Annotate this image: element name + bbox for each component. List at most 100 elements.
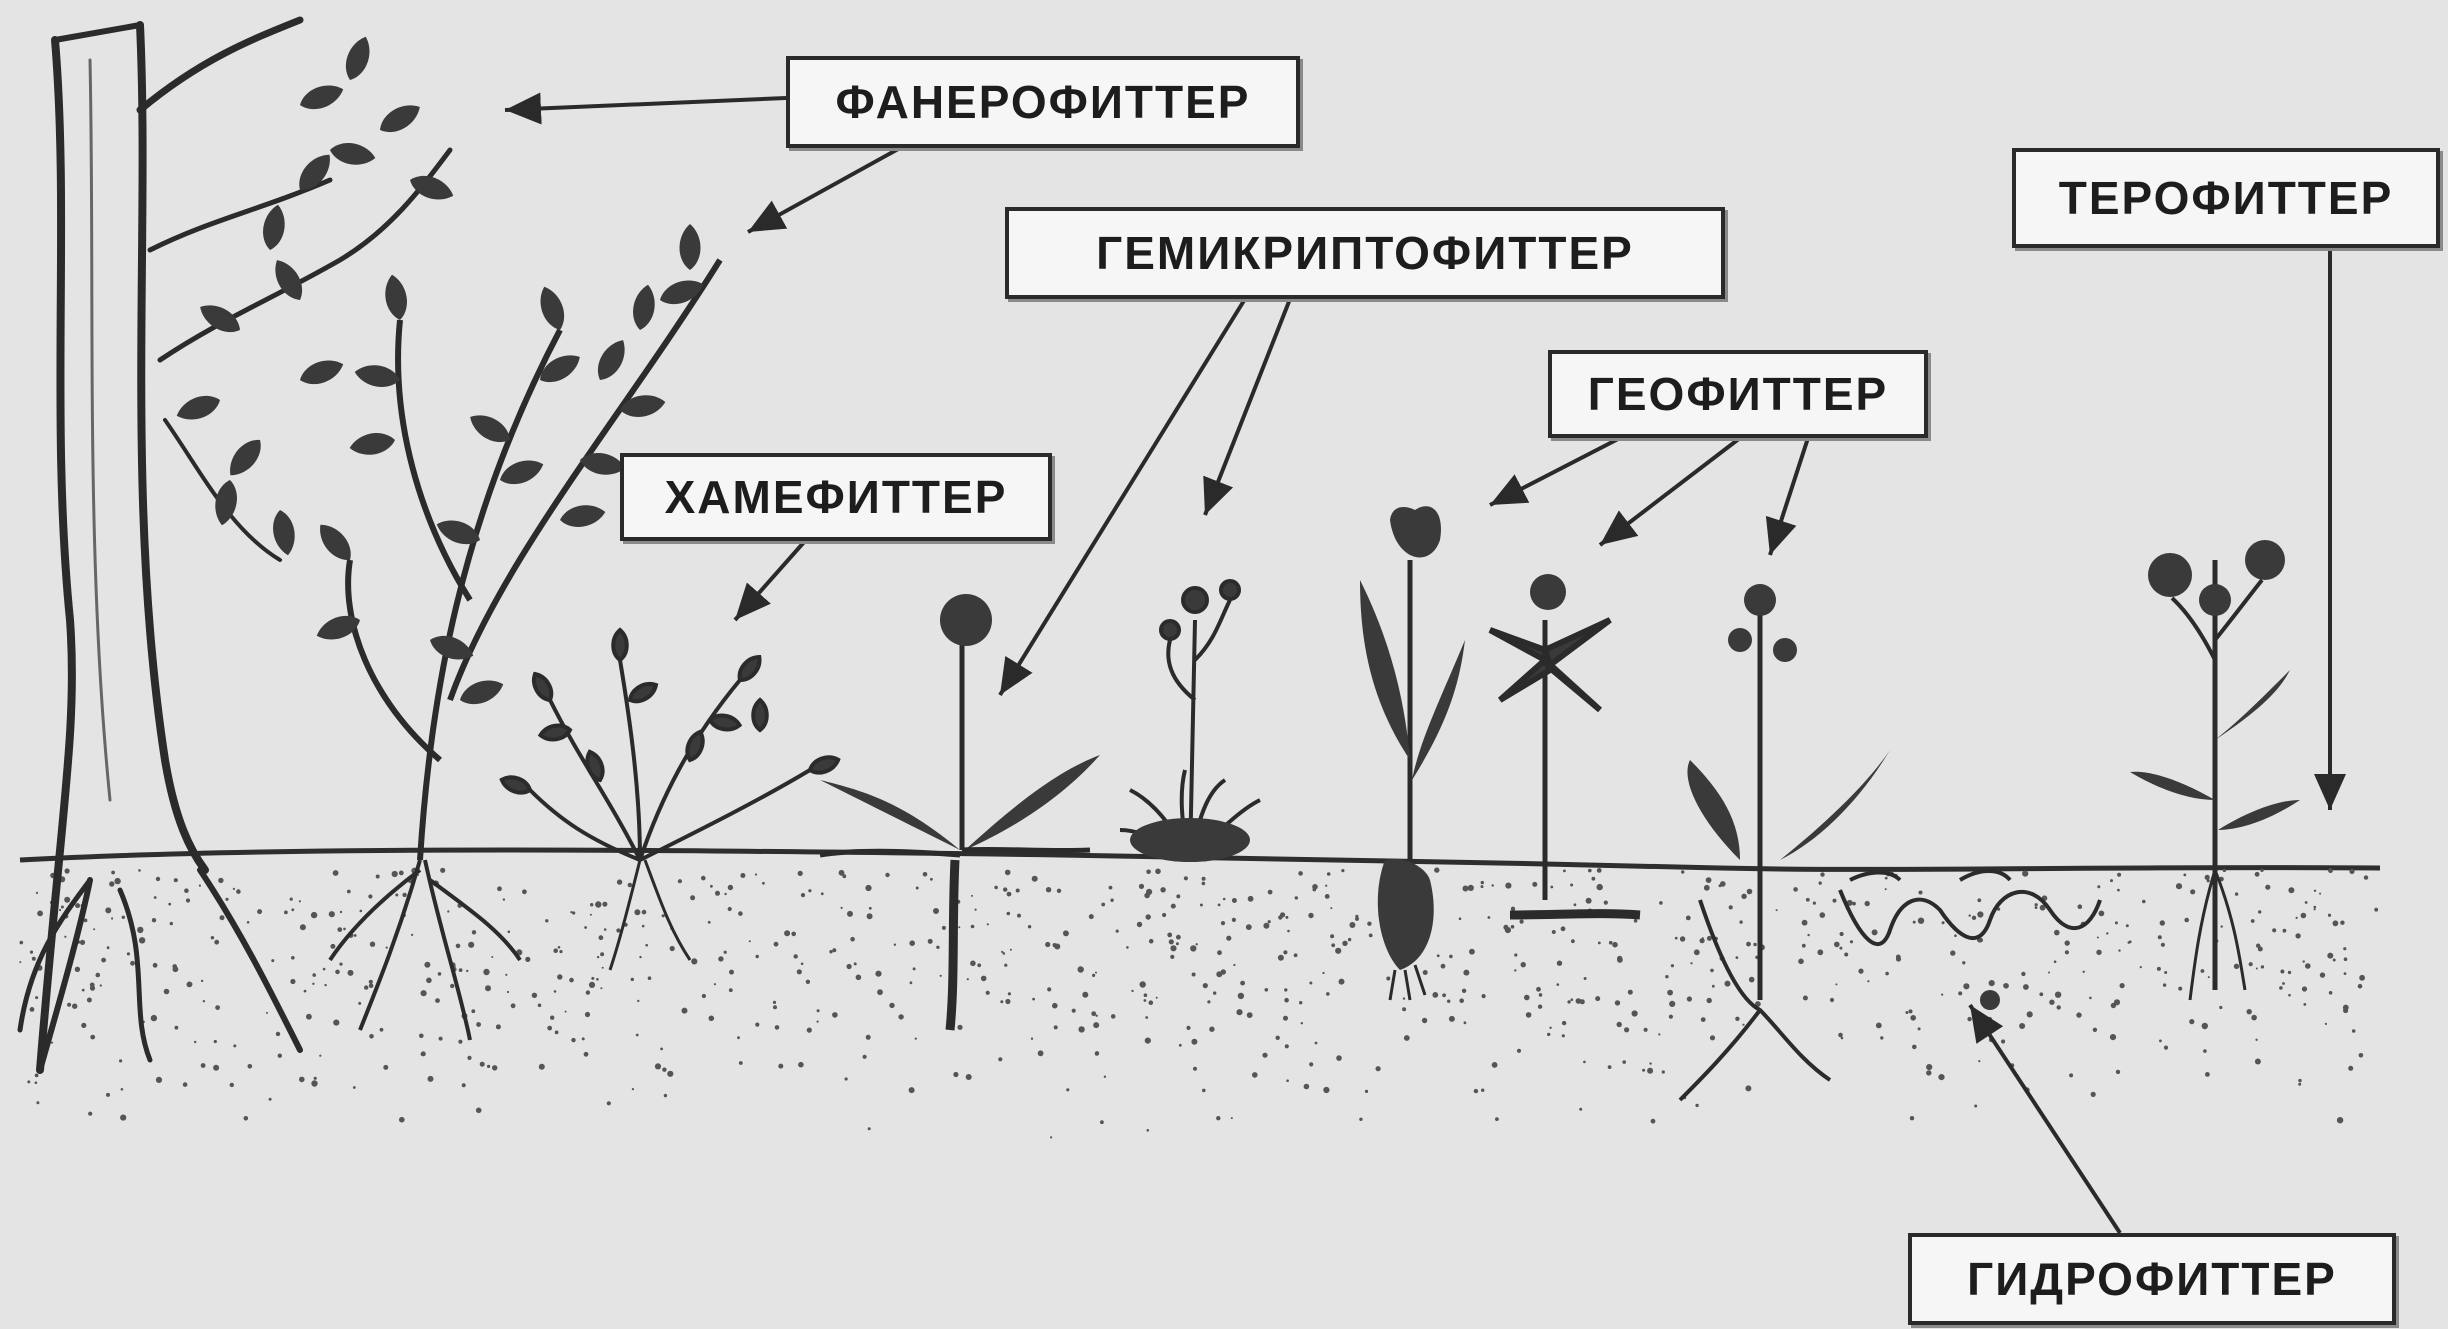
soil-dot — [632, 1088, 634, 1090]
soil-dot — [2283, 929, 2287, 933]
soil-dot — [2019, 1023, 2025, 1029]
soil-dot — [791, 932, 796, 937]
soil-dot — [376, 875, 380, 879]
soil-dot — [30, 951, 33, 954]
soil-dot — [1798, 959, 1804, 965]
soil-dot — [2110, 1034, 2116, 1040]
soil-dot — [1376, 1066, 1381, 1071]
soil-dot — [244, 1116, 249, 1121]
soil-dot — [2221, 925, 2223, 927]
soil-dot — [438, 972, 442, 976]
soil-dot — [1562, 1021, 1566, 1025]
soil-dot — [343, 928, 346, 931]
soil-dot — [1322, 972, 1324, 974]
soil-dot — [61, 906, 64, 909]
soil-dot — [2320, 972, 2325, 977]
soil-dot — [2054, 930, 2060, 936]
soil-dot — [923, 872, 928, 877]
soil-dot — [101, 958, 106, 963]
soil-dot — [1170, 955, 1174, 959]
soil-dot — [1532, 882, 1537, 887]
soil-dot — [637, 1000, 639, 1002]
soil-dot — [539, 1064, 545, 1070]
soil-dot — [383, 1065, 388, 1070]
soil-dot — [1233, 964, 1235, 966]
soil-dot — [1298, 871, 1303, 876]
soil-dot — [2234, 964, 2239, 969]
soil-dot — [1315, 1042, 1318, 1045]
soil-dot — [847, 964, 852, 969]
soil-dot — [1695, 1104, 1698, 1107]
soil-dot — [798, 871, 803, 876]
soil-dot — [1557, 961, 1562, 966]
soil-dot — [447, 910, 449, 912]
soil-dot — [1404, 1035, 1410, 1041]
soil-dot — [419, 1034, 424, 1039]
soil-dot — [2001, 1039, 2005, 1043]
soil-dot — [1712, 985, 1715, 988]
soil-dot — [156, 877, 160, 881]
soil-dot — [728, 885, 733, 890]
soil-dot — [1032, 998, 1035, 1001]
soil-dot — [2054, 960, 2057, 963]
soil-dot — [1710, 1035, 1715, 1040]
soil-dot — [1247, 1012, 1253, 1018]
soil-dot — [1720, 881, 1726, 887]
soil-dot — [1704, 885, 1710, 891]
soil-dot — [1327, 872, 1331, 876]
soil-dot — [756, 955, 759, 958]
soil-dot — [1838, 1033, 1843, 1038]
soil-dot — [662, 1068, 666, 1072]
soil-dot — [1941, 994, 1943, 996]
soil-dot — [2303, 960, 2305, 962]
soil-dot — [339, 963, 342, 966]
soil-dot — [1880, 1036, 1883, 1039]
soil-dot — [1144, 993, 1148, 997]
soil-dot — [600, 952, 604, 956]
soil-dot — [590, 903, 593, 906]
soil-dot — [1331, 943, 1335, 947]
soil-dot — [797, 969, 802, 974]
soil-dot — [1285, 1044, 1289, 1048]
soil-dot — [90, 1035, 95, 1040]
soil-dot — [127, 952, 130, 955]
soil-dot — [1598, 942, 1601, 945]
soil-dot — [532, 993, 537, 998]
soil-dot — [111, 871, 115, 875]
soil-dot — [2111, 1003, 2116, 1008]
soil-dot — [1072, 1009, 1076, 1013]
soil-dot — [1747, 889, 1753, 895]
soil-dot — [1521, 962, 1526, 967]
soil-dot — [170, 922, 173, 925]
soil-dot — [856, 975, 862, 981]
soil-dot — [1232, 918, 1236, 922]
soil-dot — [395, 894, 398, 897]
soil-dot — [928, 939, 933, 944]
soil-dot — [1422, 1018, 1427, 1023]
soil-dot — [1142, 984, 1144, 986]
soil-dot — [201, 980, 203, 982]
soil-dot — [1160, 887, 1165, 892]
soil-dot — [639, 956, 641, 958]
soil-dot — [1202, 877, 1206, 881]
soil-dot — [1355, 917, 1359, 921]
soil-dot — [428, 1076, 434, 1082]
hemicryptophyte-rosette — [820, 594, 1100, 1030]
soil-dot — [2348, 1066, 2353, 1071]
soil-dot — [970, 961, 976, 967]
soil-dot — [1609, 941, 1613, 945]
soil-dot — [863, 1055, 867, 1059]
soil-dot — [2329, 991, 2333, 995]
soil-dot — [966, 1074, 972, 1080]
soil-dot — [1850, 940, 1853, 943]
soil-dot — [130, 961, 135, 966]
soil-dot — [1817, 949, 1823, 955]
soil-dot — [2115, 921, 2118, 924]
soil-dot — [2035, 903, 2038, 906]
soil-dot — [913, 967, 916, 970]
soil-dot — [596, 978, 599, 981]
soil-dot — [607, 1101, 611, 1105]
soil-dot — [1294, 953, 1298, 957]
soil-dot — [930, 878, 933, 881]
